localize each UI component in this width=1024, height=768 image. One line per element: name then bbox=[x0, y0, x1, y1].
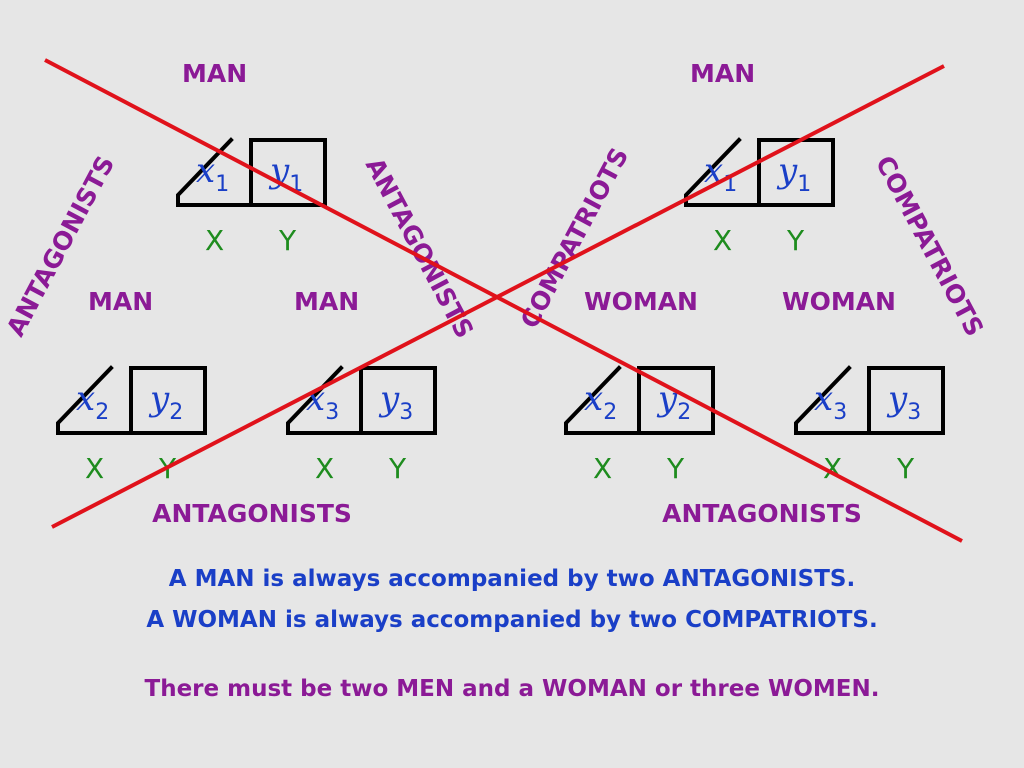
right-bottom-left-feature-y: Y bbox=[666, 452, 685, 485]
right-top-feature-x: X bbox=[713, 224, 732, 257]
left-bottom-left-var-y-sub: 2 bbox=[169, 400, 183, 425]
left-bottom-right-feature-x: X bbox=[315, 452, 334, 485]
right-bottom-right-feature-y: Y bbox=[896, 452, 915, 485]
left-bottom-left-y-cell bbox=[129, 366, 207, 435]
rule-woman: A WOMAN is always accompanied by two COM… bbox=[146, 607, 878, 633]
right-bottom-right-var-y-sub: 3 bbox=[907, 400, 921, 425]
right-relation-bottom: ANTAGONISTS bbox=[662, 499, 862, 528]
right-top-role-label: MAN bbox=[690, 59, 755, 88]
left-top-var-x-sub: 1 bbox=[215, 172, 229, 197]
right-bottom-right-stroke bbox=[794, 365, 852, 435]
left-bottom-left-feature-x: X bbox=[85, 452, 104, 485]
right-top-var-y-sub: 1 bbox=[797, 172, 811, 197]
left-bottom-left-role-label: MAN bbox=[88, 287, 153, 316]
left-bottom-right-role-label: MAN bbox=[294, 287, 359, 316]
right-bottom-left-var-y-sub: 2 bbox=[677, 400, 691, 425]
left-top-feature-y: Y bbox=[278, 224, 297, 257]
left-top-unit: MAN x1 y1X Y bbox=[176, 59, 327, 257]
right-bottom-left-feature-x: X bbox=[593, 452, 612, 485]
right-bottom-right-var-x: x3 bbox=[814, 379, 847, 425]
right-bottom-right-y-cell bbox=[867, 366, 945, 435]
right-top-stroke bbox=[684, 137, 742, 207]
left-bottom-right-var-y-sub: 3 bbox=[399, 400, 413, 425]
rule-man: A MAN is always accompanied by two ANTAG… bbox=[168, 566, 856, 592]
left-bottom-left-var-x: x2 bbox=[76, 379, 109, 425]
right-bottom-left-y-cell bbox=[637, 366, 715, 435]
right-bottom-left-unit: WOMAN x2 y2X Y bbox=[564, 287, 715, 485]
right-bottom-left-var-y: y2 bbox=[656, 379, 691, 425]
left-top-y-cell bbox=[249, 138, 327, 207]
left-top-var-x: x1 bbox=[196, 151, 229, 197]
right-bottom-left-var-x: x2 bbox=[584, 379, 617, 425]
left-bottom-left-var-y: y2 bbox=[148, 379, 183, 425]
left-top-stroke bbox=[176, 137, 234, 207]
right-bottom-left-var-x-sub: 2 bbox=[603, 400, 617, 425]
right-bottom-right-role-label: WOMAN bbox=[782, 287, 896, 316]
left-top-role-label: MAN bbox=[182, 59, 247, 88]
cross-line-ascending bbox=[51, 64, 945, 529]
left-bottom-right-var-x-sub: 3 bbox=[325, 400, 339, 425]
right-top-feature-y: Y bbox=[786, 224, 805, 257]
left-bottom-left-stroke bbox=[56, 365, 114, 435]
left-top-feature-x: X bbox=[205, 224, 224, 257]
right-top-y-cell bbox=[757, 138, 835, 207]
right-bottom-right-var-y: y3 bbox=[886, 379, 921, 425]
left-bottom-right-feature-y: Y bbox=[388, 452, 407, 485]
right-bottom-left-stroke bbox=[564, 365, 622, 435]
right-bottom-right-var-x-sub: 3 bbox=[833, 400, 847, 425]
cross-line-descending bbox=[44, 58, 963, 543]
left-bottom-right-y-cell bbox=[359, 366, 437, 435]
right-top-var-y: y1 bbox=[776, 151, 811, 197]
left-bottom-right-var-y: y3 bbox=[378, 379, 413, 425]
left-top-var-y: y1 bbox=[268, 151, 303, 197]
right-bottom-left-role-label: WOMAN bbox=[584, 287, 698, 316]
left-bottom-left-var-x-sub: 2 bbox=[95, 400, 109, 425]
left-relation-bottom: ANTAGONISTS bbox=[152, 499, 352, 528]
conclusion: There must be two MEN and a WOMAN or thr… bbox=[144, 676, 880, 702]
